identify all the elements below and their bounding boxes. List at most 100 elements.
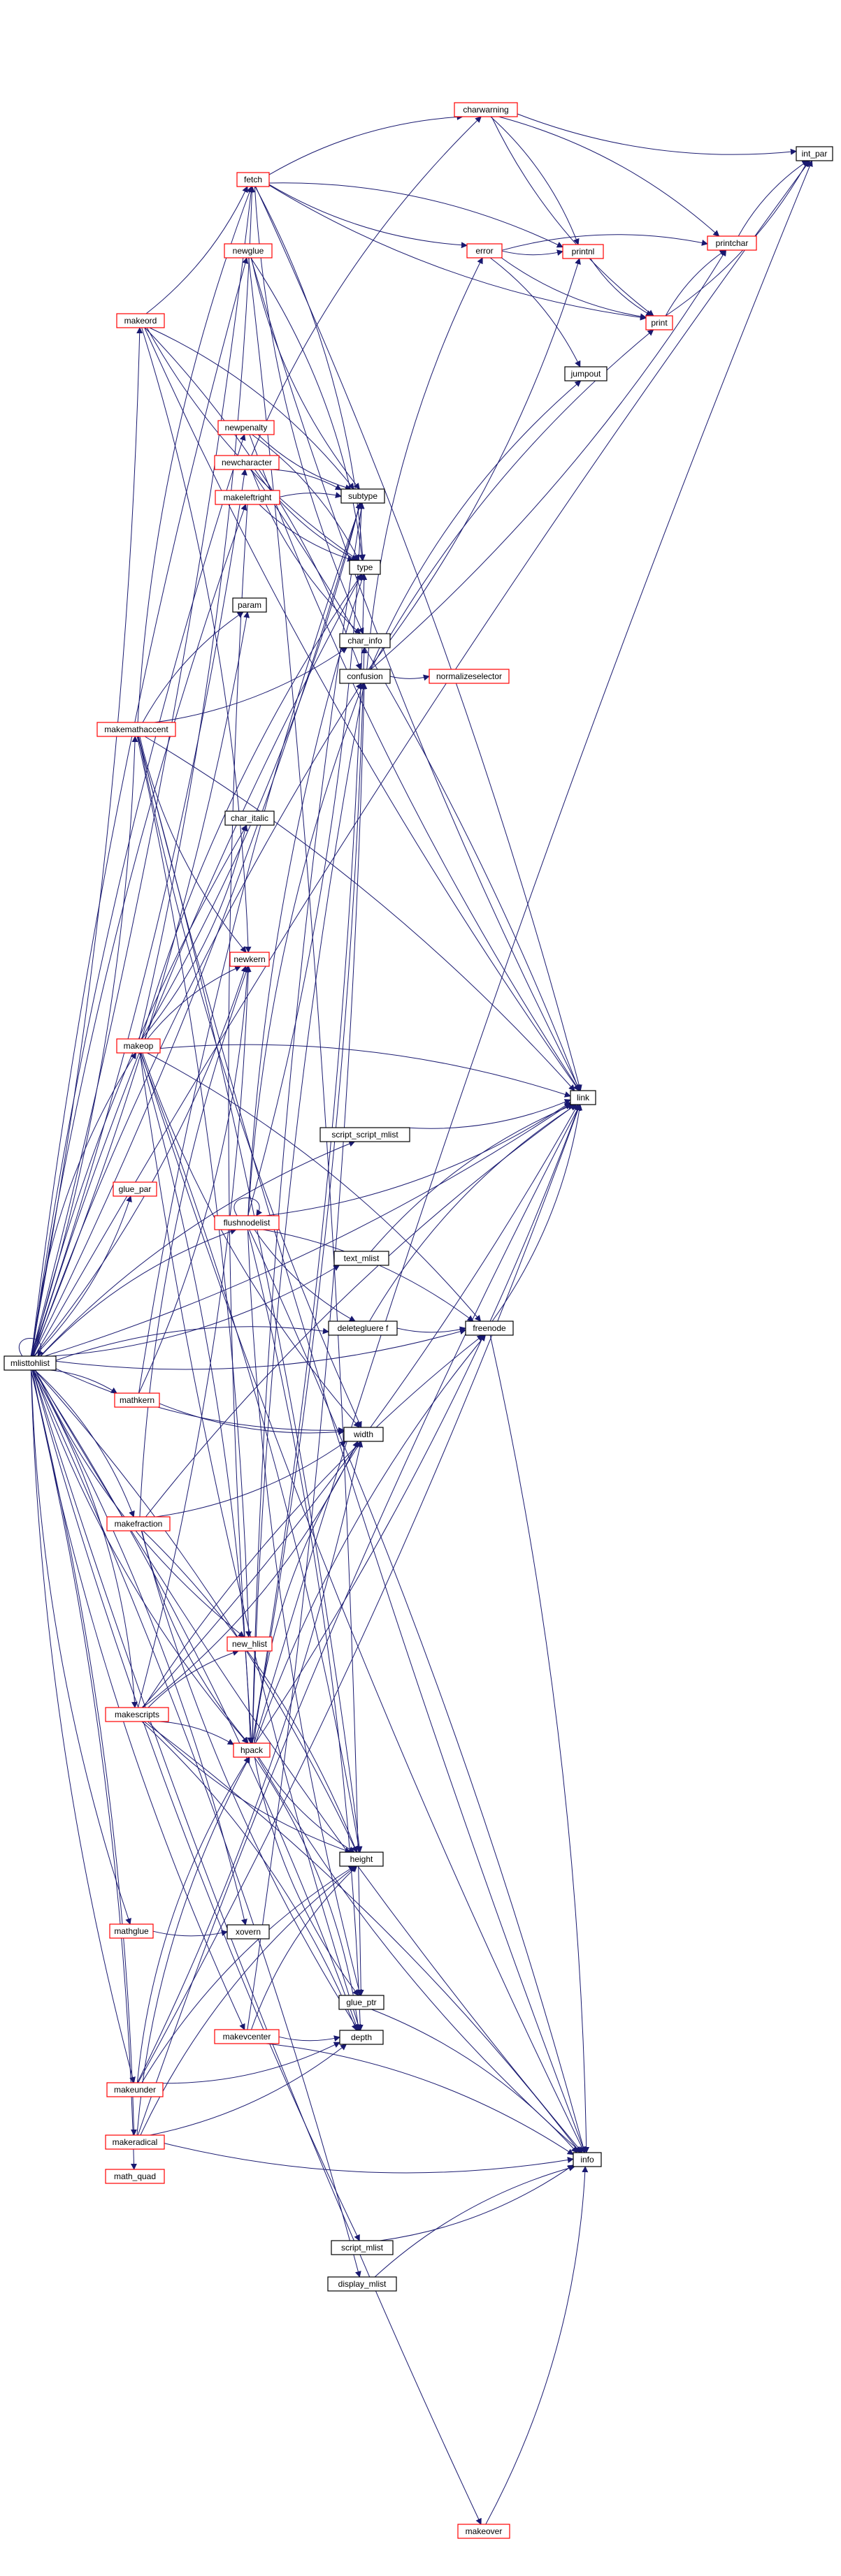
edge-fetch-to-error xyxy=(268,184,468,249)
node-box-flushnodelist[interactable] xyxy=(214,1215,280,1230)
node-box-makeop[interactable] xyxy=(116,1038,161,1054)
edge-makeunder-to-width xyxy=(137,1441,364,2083)
edge-mathkern-to-width xyxy=(159,1403,345,1435)
node-box-width xyxy=(343,1427,384,1442)
node-box-freenode xyxy=(465,1320,514,1336)
node-label-glue_par: glue_par xyxy=(119,1184,152,1194)
edge-error-to-print xyxy=(501,257,647,320)
node-fetch[interactable]: fetch xyxy=(236,172,270,187)
node-box-script_script_mlist xyxy=(319,1127,410,1142)
edge-mlisttohlist-to-mlisttohlist xyxy=(18,1338,44,1357)
node-new_hlist[interactable]: new_hlist xyxy=(227,1636,273,1652)
node-label-makeleftright: makeleftright xyxy=(224,493,272,502)
edge-mlisttohlist-to-math_quad xyxy=(30,1369,137,2170)
node-box-hpack[interactable] xyxy=(233,1742,271,1758)
node-box-makeleftright[interactable] xyxy=(215,490,280,505)
node-makeunder[interactable]: makeunder xyxy=(106,2082,164,2097)
node-box-makefraction[interactable] xyxy=(106,1516,171,1531)
node-box-newpenalty[interactable] xyxy=(217,420,275,435)
edge-mlisttohlist-to-param xyxy=(31,611,250,1357)
node-box-newcharacter[interactable] xyxy=(214,455,280,470)
edge-mlisttohlist-to-char_italic xyxy=(32,824,247,1357)
node-box-mathglue[interactable] xyxy=(109,1923,154,1939)
node-printnl[interactable]: printnl xyxy=(562,244,604,259)
edge-newcharacter-to-type xyxy=(254,469,358,561)
edge-flushnodelist-to-freenode xyxy=(262,1229,474,1322)
node-script_script_mlist: script_script_mlist xyxy=(319,1127,410,1142)
node-flushnodelist[interactable]: flushnodelist xyxy=(214,1215,280,1230)
node-error[interactable]: error xyxy=(466,243,503,259)
edge-hpack-to-info xyxy=(257,1756,582,2153)
node-link: link xyxy=(570,1090,596,1105)
node-box-subtype xyxy=(340,488,385,504)
node-box-printchar[interactable] xyxy=(707,235,757,251)
edge-mlisttohlist-to-mathglue xyxy=(31,1369,131,1925)
node-box-newkern[interactable] xyxy=(229,952,270,967)
node-box-glue_par[interactable] xyxy=(113,1181,157,1197)
node-box-newglue[interactable] xyxy=(224,243,273,259)
node-charwarning[interactable]: charwarning xyxy=(454,102,518,117)
edge-confusion-to-error xyxy=(366,257,483,670)
node-box-print[interactable] xyxy=(645,315,673,330)
edge-makeop-to-link xyxy=(159,1044,571,1098)
node-box-fetch[interactable] xyxy=(236,172,270,187)
node-box-new_hlist[interactable] xyxy=(227,1636,273,1652)
node-makevcenter[interactable]: makevcenter xyxy=(214,2029,280,2044)
node-glue_par[interactable]: glue_par xyxy=(113,1181,157,1197)
node-makeradical[interactable]: makeradical xyxy=(105,2134,165,2150)
node-makeleftright[interactable]: makeleftright xyxy=(215,490,280,505)
node-box-makeunder[interactable] xyxy=(106,2082,164,2097)
node-label-height: height xyxy=(350,1854,373,1864)
edge-glue_ptr-to-info xyxy=(371,2009,578,2153)
node-box-error[interactable] xyxy=(466,243,503,259)
node-subtype: subtype xyxy=(340,488,385,504)
edge-makeunder-to-height xyxy=(141,1865,355,2083)
node-print[interactable]: print xyxy=(645,315,673,330)
node-printchar[interactable]: printchar xyxy=(707,235,757,251)
edge-mlisttohlist-to-height xyxy=(34,1369,357,1853)
edge-fetch-to-charwarning xyxy=(268,113,463,175)
node-makefraction[interactable]: makefraction xyxy=(106,1516,171,1531)
edge-display_mlist-to-info xyxy=(374,2164,575,2278)
node-box-printnl[interactable] xyxy=(562,244,604,259)
node-mathglue[interactable]: mathglue xyxy=(109,1923,154,1939)
node-box-charwarning[interactable] xyxy=(454,102,518,117)
edge-makeradical-to-height xyxy=(140,1865,357,2136)
node-makescripts[interactable]: makescripts xyxy=(105,1707,169,1722)
node-box-makevcenter[interactable] xyxy=(214,2029,280,2044)
node-box-makemathaccent[interactable] xyxy=(96,722,176,737)
node-box-math_quad[interactable] xyxy=(105,2169,165,2184)
node-box-makeord[interactable] xyxy=(116,313,165,328)
node-makeord[interactable]: makeord xyxy=(116,313,165,328)
node-box-makeover[interactable] xyxy=(457,2524,510,2539)
node-newpenalty[interactable]: newpenalty xyxy=(217,420,275,435)
edge-makescripts-to-depth xyxy=(141,1721,358,2031)
node-box-normalizeselector[interactable] xyxy=(429,669,510,684)
node-hpack[interactable]: hpack xyxy=(233,1742,271,1758)
node-math_quad[interactable]: math_quad xyxy=(105,2169,165,2184)
node-box-makeradical[interactable] xyxy=(105,2134,165,2150)
node-makemathaccent[interactable]: makemathaccent xyxy=(96,722,176,737)
node-char_info: char_info xyxy=(339,633,391,648)
edge-fetch-to-printnl xyxy=(268,182,563,248)
node-makeop[interactable]: makeop xyxy=(116,1038,161,1054)
node-mathkern[interactable]: mathkern xyxy=(114,1392,160,1408)
node-box-makescripts[interactable] xyxy=(105,1707,169,1722)
edge-newcharacter-to-link xyxy=(250,469,580,1091)
node-label-fetch: fetch xyxy=(244,175,262,184)
edge-mathkern-to-newkern xyxy=(138,966,251,1394)
node-newkern[interactable]: newkern xyxy=(229,952,270,967)
node-newglue[interactable]: newglue xyxy=(224,243,273,259)
node-normalizeselector[interactable]: normalizeselector xyxy=(429,669,510,684)
edge-script_script_mlist-to-link xyxy=(405,1099,571,1129)
node-makeover[interactable]: makeover xyxy=(457,2524,510,2539)
edge-flushnodelist-to-type xyxy=(247,574,366,1216)
edge-hpack-to-glue_ptr xyxy=(254,1756,359,1996)
edge-mlisttohlist-to-depth xyxy=(33,1369,359,2031)
node-width: width xyxy=(343,1427,384,1442)
node-box-mathkern[interactable] xyxy=(114,1392,160,1408)
edge-error-to-printnl xyxy=(501,249,563,256)
node-newcharacter[interactable]: newcharacter xyxy=(214,455,280,470)
edge-makemathaccent-to-link xyxy=(144,736,575,1091)
edge-mlisttohlist-to-makeunder xyxy=(30,1369,136,2083)
